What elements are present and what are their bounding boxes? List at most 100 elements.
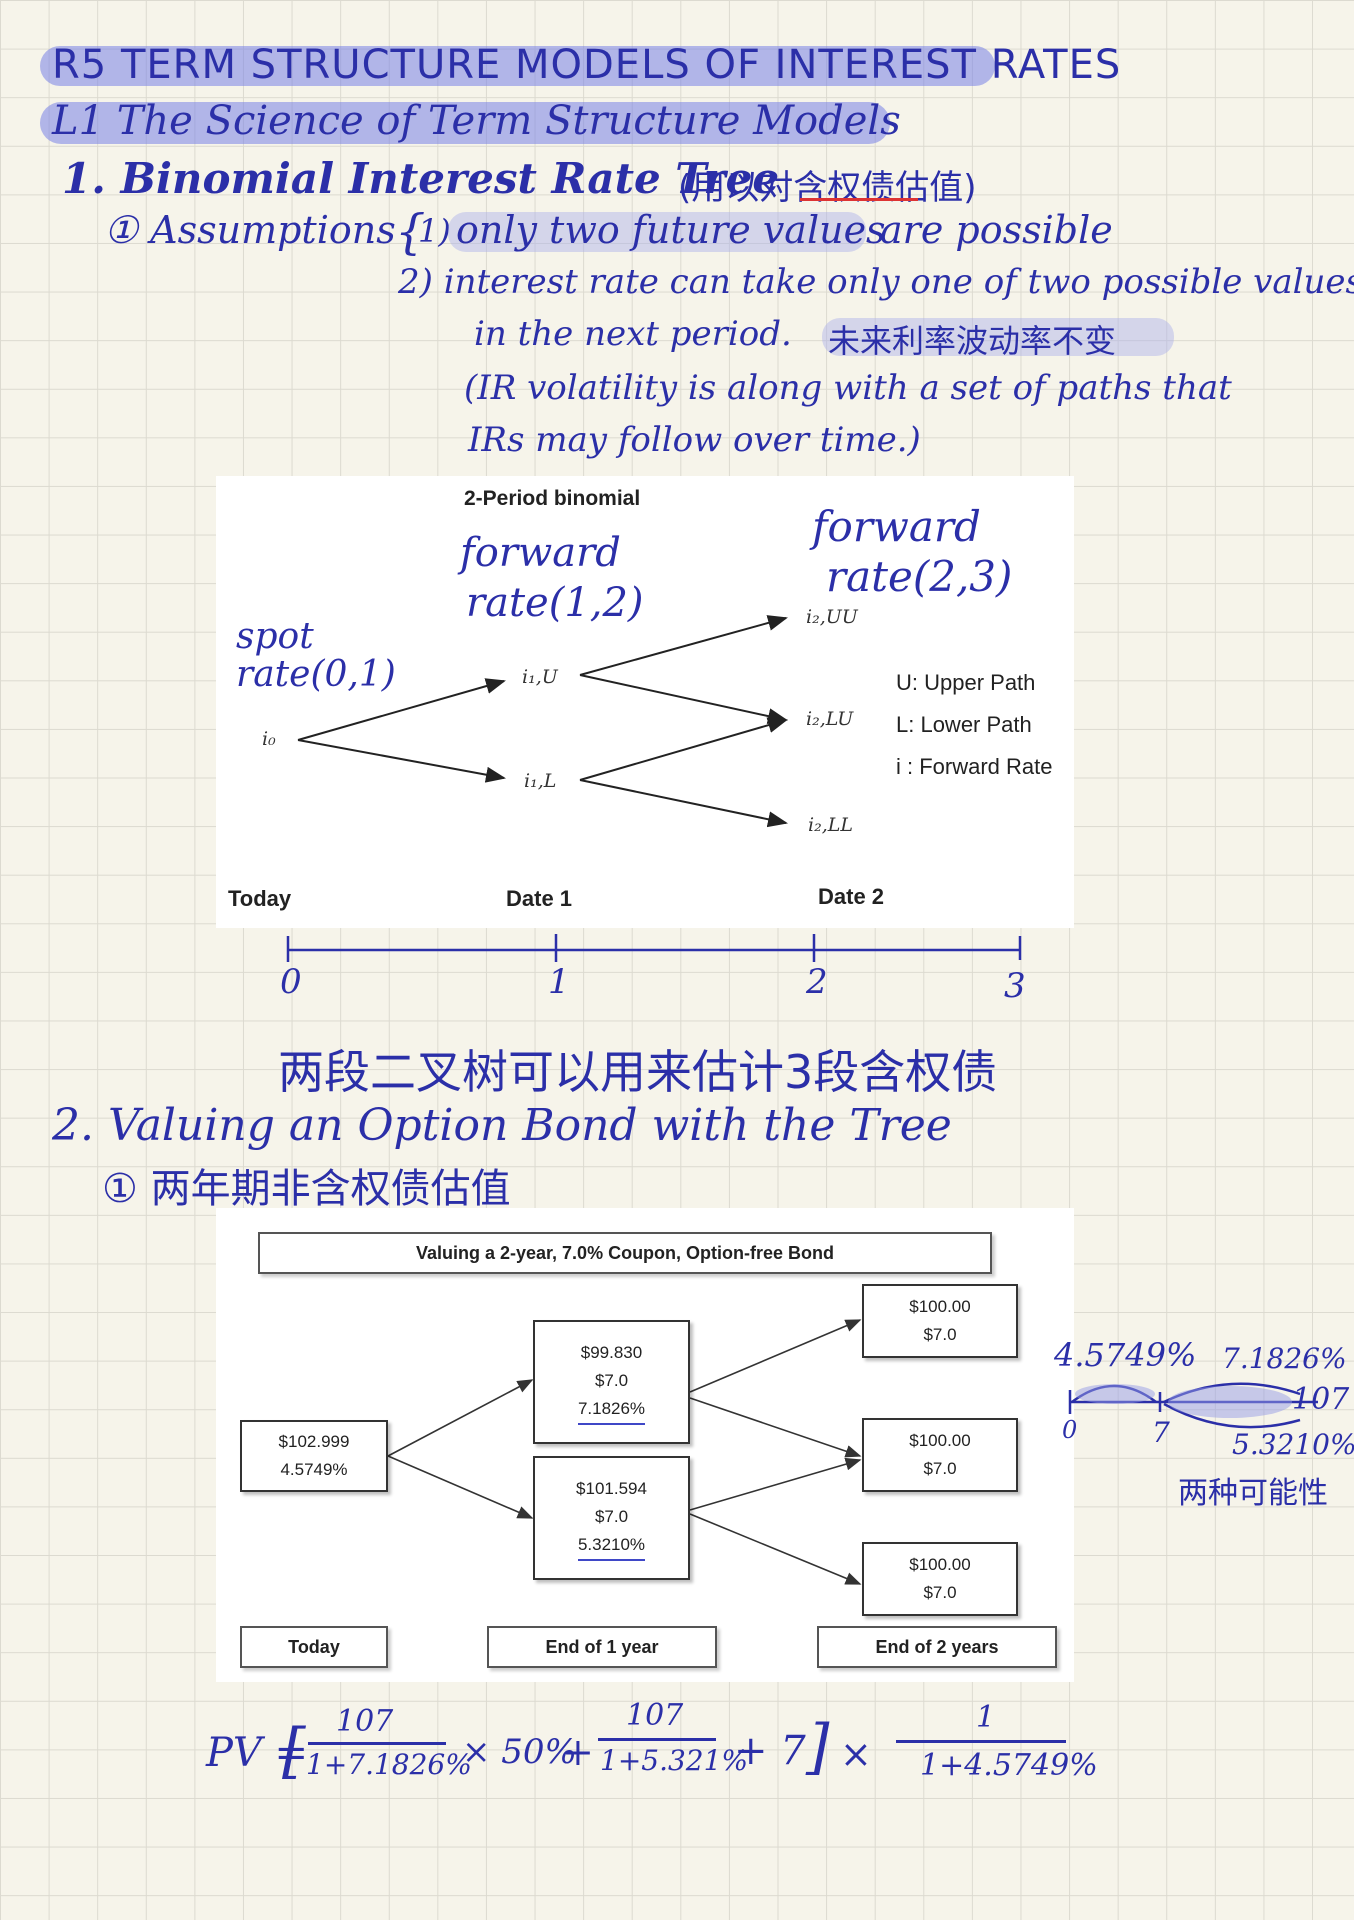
assumption-1-highlight-bg [448,212,866,252]
timeline-caption: 两段二叉树可以用来估计3段含权债 [278,1045,998,1099]
node-lu: $100.00 $7.0 [862,1418,1018,1492]
fwd12-label-1: forward [460,530,621,576]
ll-coupon: $7.0 [923,1583,957,1602]
caption-end-year2: End of 2 years [817,1626,1057,1668]
spot-label-2: rate(0,1) [236,654,396,695]
lower1-price: $101.594 [576,1479,647,1498]
frac3-num: 1 [976,1700,996,1735]
formula-right-bracket: ] [806,1712,830,1782]
frac1-num: 107 [336,1704,394,1739]
legend-upper: U: Upper Path [896,670,1036,695]
section2-heading: 2. Valuing an Option Bond with the Tree [52,1100,952,1151]
node-i0: i₀ [262,728,276,750]
formula-times50: × 50% [462,1732,577,1772]
tick-2: 2 [806,962,828,1002]
caption-today: Today [240,1626,388,1668]
upper1-rate: 7.1826% [577,1395,646,1425]
fwd23-label-2: rate(2,3) [826,552,1013,601]
section1-heading: 1. Binomial Interest Rate Tree [62,154,780,203]
red-underline [800,198,918,201]
edge-i0-i1l [297,739,506,783]
assumption-1-rest: are possible [880,208,1113,252]
side-rate-left: 4.5749% [1054,1336,1197,1374]
formula-plus7: + 7 [734,1728,806,1774]
node-ll: $100.00 $7.0 [862,1542,1018,1616]
note-line1: (IR volatility is along with a set of pa… [464,368,1232,408]
reading-title: R5 TERM STRUCTURE MODELS OF INTEREST RAT… [52,42,1122,88]
uu-price: $100.00 [909,1297,971,1316]
node-upper1: $99.830 $7.0 7.1826% [533,1320,690,1444]
formula-pv: PV = [206,1730,309,1776]
fwd23-label-1: forward [812,502,981,551]
node-lower1: $101.594 $7.0 5.3210% [533,1456,690,1580]
assumption-1-prefix: 1) [418,212,451,250]
assumption-1-highlight: only two future values [456,208,886,252]
lower1-coupon: $7.0 [594,1507,629,1526]
title-highlight [40,46,995,86]
assumption-2-highlight-bg [822,318,1174,356]
frac3-den: 1+4.5749% [920,1748,1098,1783]
tick-0: 0 [280,962,302,1002]
node-i2ll: i₂,LL [808,814,853,836]
spot-label-1: spot [236,616,314,657]
date-1: Date 1 [506,886,573,911]
node-i1u: i₁,U [522,666,558,688]
node-i2uu: i₂,UU [806,606,858,628]
ll-price: $100.00 [909,1555,971,1574]
node-today: $102.999 4.5749% [240,1420,388,1492]
tick-1: 1 [548,962,570,1002]
caption-end-year1: End of 1 year [487,1626,717,1668]
tree1-title: 2-Period binomial [464,487,641,510]
formula-left-bracket: [ [282,1716,306,1786]
side-rate-low: 5.3210% [1232,1428,1354,1461]
node-uu: $100.00 $7.0 [862,1284,1018,1358]
bond-tree-title: Valuing a 2-year, 7.0% Coupon, Option-fr… [258,1232,992,1274]
edge-i1l-i2ll [579,779,788,828]
assumption-2-line2-highlight: 未来利率波动率不变 [828,322,1117,360]
edge-i1u-i2lu [579,674,788,724]
assumptions-label: ① Assumptions [104,208,396,252]
today-price: $102.999 [278,1432,350,1451]
legend-forward: i : Forward Rate [896,754,1053,779]
lu-coupon: $7.0 [923,1459,957,1478]
lu-price: $100.00 [909,1431,971,1450]
lesson-title: L1 The Science of Term Structure Models [52,98,901,144]
uu-coupon: $7.0 [923,1325,957,1344]
side-rate-right: 7.1826% [1222,1342,1347,1375]
side-t0: 0 [1062,1416,1078,1444]
formula-times: × [840,1732,872,1776]
frac2-den: 1+5.321% [600,1744,749,1777]
assumption-2-line1: 2) interest rate can take only one of tw… [398,262,1354,302]
frac2-bar [598,1738,716,1741]
formula-plus1: + [562,1730,594,1774]
upper1-coupon: $7.0 [594,1371,629,1390]
fwd12-label-2: rate(1,2) [466,580,644,626]
node-i2lu: i₂,LU [806,708,854,730]
frac1-den: 1+7.1826% [306,1748,472,1781]
edge-i1u-i2uu [579,615,788,676]
edge-i0-i1u [297,678,506,741]
assumption-brace: { [395,204,426,260]
binomial-tree-panel [216,476,1074,928]
frac2-num: 107 [626,1698,684,1733]
node-i1l: i₁,L [524,770,557,792]
frac3-bar [896,1740,1066,1743]
assumption-2-line2-prefix: in the next period. [474,314,792,354]
upper1-price: $99.830 [580,1343,643,1362]
lower1-rate: 5.3210% [577,1531,646,1561]
side-caption: 两种可能性 [1178,1476,1328,1511]
date-today: Today [228,886,292,911]
tick-3: 3 [1004,966,1026,1006]
side-val-107: 107 [1292,1382,1350,1417]
note-line2: IRs may follow over time.) [468,420,921,460]
side-t7: 7 [1152,1416,1170,1449]
legend-lower: L: Lower Path [896,712,1032,737]
date-2: Date 2 [818,884,885,909]
today-rate: 4.5749% [280,1460,348,1479]
edge-i1l-i2lu [579,717,788,781]
frac1-bar [308,1742,446,1745]
